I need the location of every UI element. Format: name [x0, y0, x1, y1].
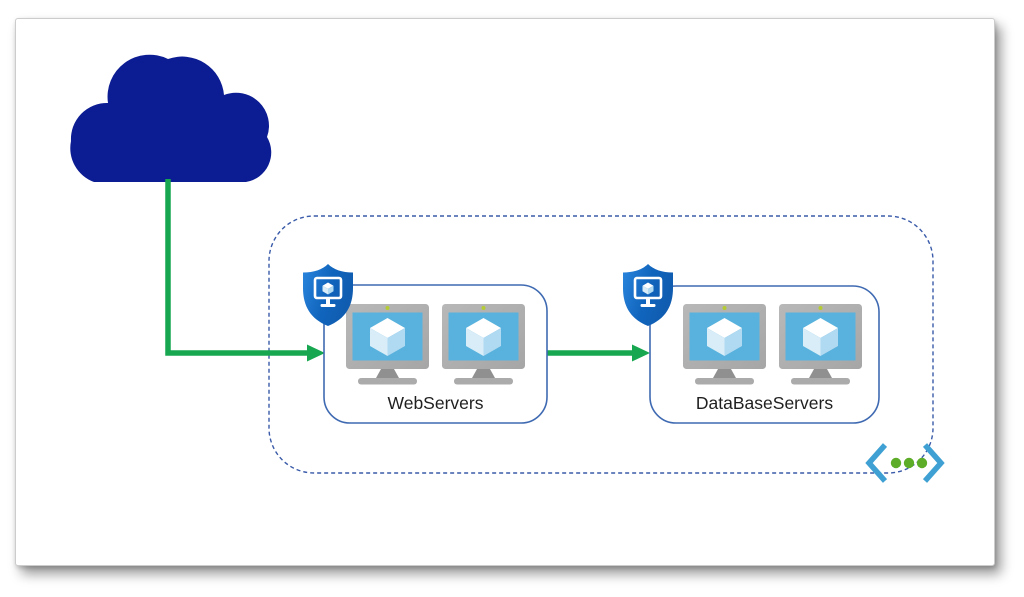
- cloud-icon: [70, 54, 272, 182]
- arrowhead-icon: [632, 344, 650, 362]
- databaseservers-label: DataBaseServers: [696, 393, 833, 413]
- virtual-network-icon: [865, 443, 945, 483]
- virtual-network-boundary: [268, 215, 934, 474]
- slide-page: WebServers DataBaseServers: [15, 18, 995, 566]
- group-webservers: WebServers: [301, 262, 548, 424]
- arrowhead-icon: [307, 344, 325, 362]
- arrow-cloud-to-webservers: [165, 179, 325, 362]
- webservers-label: WebServers: [388, 393, 484, 413]
- diagram-canvas: WebServers DataBaseServers: [70, 54, 945, 483]
- group-databaseservers: DataBaseServers: [621, 262, 880, 424]
- arrow-webservers-to-databaseservers: [547, 344, 650, 362]
